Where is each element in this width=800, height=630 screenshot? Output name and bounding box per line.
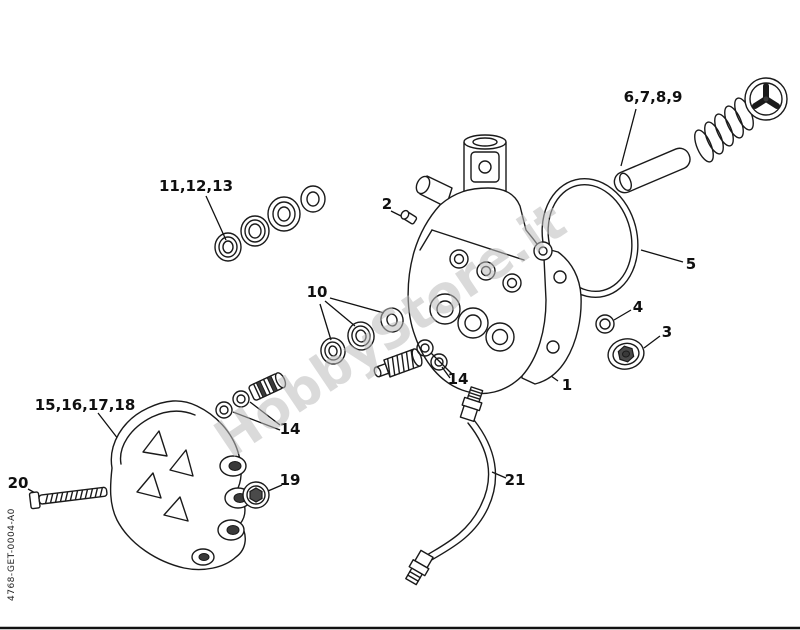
screw-2-drawing <box>390 209 418 225</box>
valve-14-left-drawing <box>215 372 287 431</box>
callout-label-19: 19 <box>280 471 301 489</box>
callout-label-21: 21 <box>505 471 526 489</box>
pump-housing-drawing <box>407 134 582 395</box>
spring-retainer-cap <box>744 77 788 121</box>
callout-label-20: 20 <box>8 474 29 492</box>
callout-label-11-12-13: 11,12,13 <box>159 177 233 195</box>
valve-cartridge <box>373 348 423 378</box>
callout-label-14-left: 14 <box>280 420 301 438</box>
callout-label-4: 4 <box>633 298 643 316</box>
callout-label-3: 3 <box>662 323 672 341</box>
valve-kit-10-drawing <box>319 297 423 378</box>
callout-label-1: 1 <box>562 376 572 394</box>
callout-label-10: 10 <box>307 283 328 301</box>
callout-label-15-16-17-18: 15,16,17,18 <box>35 396 136 414</box>
plug-3-drawing <box>607 335 661 370</box>
bolt-20-drawing <box>27 486 108 510</box>
mounting-plate-drawing <box>97 400 252 571</box>
seal-kit-11-12-13-drawing <box>205 185 326 262</box>
callout-label-14-right: 14 <box>448 370 469 388</box>
document-code-text: 4768-GET-0004-A0 <box>7 508 17 601</box>
callout-label-5: 5 <box>686 255 696 273</box>
piston-spring-assembly-drawing <box>613 77 788 194</box>
callout-label-6-7-8-9: 6,7,8,9 <box>624 88 683 106</box>
plug-19-drawing <box>242 481 283 509</box>
washer-set-14-right-drawing <box>416 339 453 379</box>
callout-label-2: 2 <box>382 195 392 213</box>
hose-21-drawing <box>405 386 507 586</box>
o-ring-4-drawing <box>595 309 632 334</box>
